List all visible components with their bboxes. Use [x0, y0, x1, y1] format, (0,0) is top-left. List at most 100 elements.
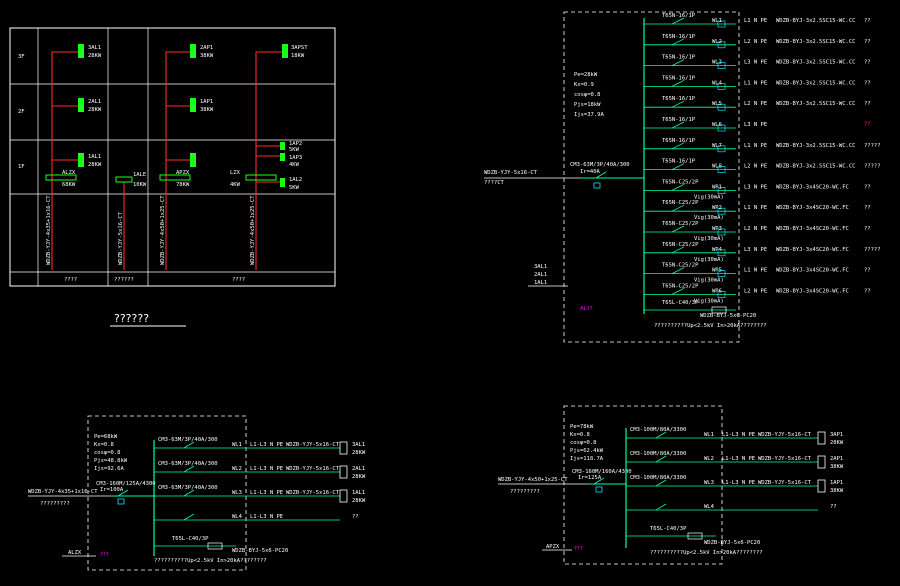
breaker-symbol	[671, 288, 685, 295]
circuit-cable: WDZB-YJY-5x16-CT	[758, 432, 812, 438]
breaker-symbol	[671, 204, 685, 212]
panel-id: 3AL1	[534, 264, 547, 270]
distribution-box-2ap1[interactable]	[190, 44, 196, 58]
cable-marker	[717, 228, 726, 236]
breaker-symbol	[671, 100, 685, 108]
circuit-phase: L1 N PE	[744, 268, 767, 274]
riser-main-boxes: ALZX 68KW 1ALE 10KW APZX 78KW LZX 4KW	[45, 170, 277, 188]
distribution-box-1ap3[interactable]	[280, 153, 285, 161]
circuit-id: WP4	[712, 247, 723, 253]
main-box-1ale[interactable]	[115, 176, 133, 183]
cable-marker	[717, 207, 726, 215]
riser-bottom-label: ??????	[114, 277, 134, 283]
main-breaker-symbol	[595, 171, 607, 179]
circuit-phase: L2 N PE	[744, 164, 767, 170]
rcd-spec: Vig(30mA)	[694, 236, 724, 242]
feeder-line	[255, 51, 282, 270]
target-box[interactable]	[339, 441, 348, 455]
distribution-box-1ap2[interactable]	[280, 142, 285, 150]
incoming-cable-spec: WDZB-YJY-4x35+1x16-CT	[28, 489, 98, 495]
main-box-apzx[interactable]	[159, 174, 191, 181]
feeder-line	[165, 51, 190, 270]
param-cos: cosφ=0.8	[574, 92, 601, 98]
cable-marker	[717, 20, 726, 28]
circuit-id: WP1	[712, 184, 722, 190]
circuit-row[interactable]: WL4??	[626, 503, 837, 511]
param-pe: Pe=78kW	[570, 424, 594, 430]
main-box-power: 4KW	[230, 182, 241, 188]
target-box[interactable]	[339, 489, 348, 503]
distribution-box-2al1[interactable]	[78, 98, 84, 112]
box-power: 38KW	[200, 53, 214, 59]
distribution-box-1al1-b[interactable]	[190, 153, 196, 167]
circuit-use: ??	[864, 288, 871, 294]
distribution-box-1ap1[interactable]	[190, 98, 196, 112]
riser-bottom-label: ????	[64, 277, 77, 283]
main-box-lzx[interactable]	[245, 174, 277, 181]
breaker-spec: T65N-C25/2P	[662, 179, 699, 185]
target-box[interactable]	[817, 479, 826, 493]
box-name: 2AL1	[88, 99, 101, 105]
distribution-box-3al1[interactable]	[78, 44, 84, 58]
target-box-power: 38KW	[830, 464, 844, 470]
circuit-cable: WDZB-YJY-5x16-CT	[286, 442, 340, 448]
riser-feeders	[51, 51, 282, 270]
distribution-box-3apst[interactable]	[282, 44, 288, 58]
main-box-alzx[interactable]	[45, 174, 77, 181]
incoming-cable-spec: WDZB-YJY-4x50+1x25-CT	[498, 477, 568, 483]
target-box[interactable]	[817, 455, 826, 469]
main-box-power: 78KW	[176, 182, 190, 188]
feeder-line	[51, 51, 78, 270]
panel-apzx-schematic: WDZB-YJY-4x50+1x25-CT ????????? CM3-160M…	[498, 405, 844, 565]
breaker-symbol	[671, 38, 685, 46]
circuit-phase: L1 N PE	[744, 143, 767, 149]
spd-cable: WDZB-BYJ-5x6-PC20	[232, 548, 288, 554]
cable-marker	[717, 124, 726, 132]
circuit-id: WL2	[712, 39, 722, 45]
target-box[interactable]	[339, 465, 348, 479]
circuit-cable: WDZB-BYJ-3x4SC20-WC.FC	[776, 184, 849, 190]
breaker-spec: T65N-16/1P	[662, 34, 696, 40]
main-breaker-symbol	[117, 489, 129, 497]
breaker-symbol	[655, 479, 667, 487]
spd-spec: T65L-C40/3P	[172, 536, 209, 542]
breaker-symbol	[671, 59, 685, 66]
distribution-box-1al2[interactable]	[280, 178, 285, 187]
box-name: 3APST	[291, 45, 308, 51]
param-pe: Pe=28kW	[574, 72, 598, 78]
circuit-phase: L3 N PE	[744, 60, 767, 66]
target-box-name: 2AP1	[830, 456, 843, 462]
circuit-use: ?????	[864, 164, 881, 170]
breaker-symbol	[183, 441, 195, 449]
riser-box-labels: 3AL1 28KW 2AL1 28KW 1AL1 28KW 2AP1 38KW …	[88, 45, 308, 191]
spd-spec: T65L-C40/3P	[662, 300, 699, 306]
breaker-symbol	[655, 431, 667, 439]
target-box[interactable]	[817, 431, 826, 445]
circuit-phase: L3 N PE	[744, 247, 767, 253]
distribution-box-1al1[interactable]	[78, 153, 84, 167]
